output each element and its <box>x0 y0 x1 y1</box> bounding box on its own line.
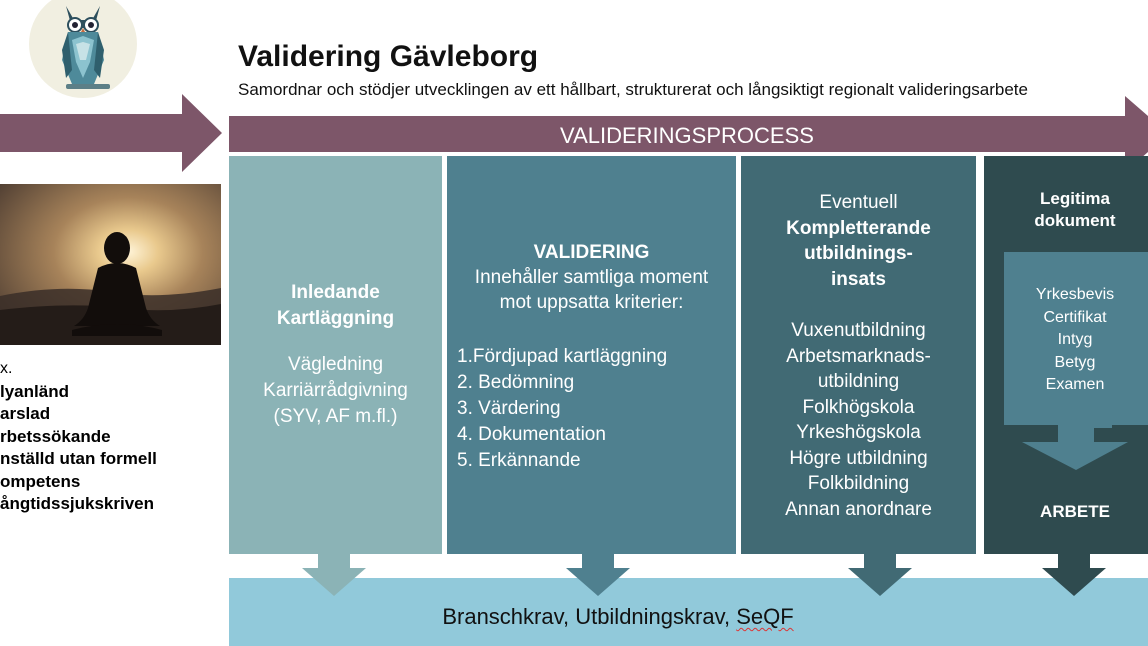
list-item: ångtidssjukskriven <box>0 494 155 514</box>
left-arrow-shape <box>0 94 222 172</box>
requirements-text: Branschkrav, Utbildningskrav, <box>442 604 737 629</box>
document-item: Examen <box>1045 376 1105 393</box>
list-item: ompetens <box>0 471 81 491</box>
step-item: 5. Erkännande <box>457 450 581 471</box>
col1-heading: Kartläggning <box>276 308 395 329</box>
col3-item: Arbetsmarknads- <box>786 345 931 367</box>
step-item: 4. Dokumentation <box>457 424 606 445</box>
column-validering: VALIDERING Innehåller samtliga moment mo… <box>447 156 736 554</box>
document-item: Certifikat <box>1043 308 1107 326</box>
col3-heading: utbildnings- <box>804 243 913 264</box>
col1-line: Karriärrådgivning <box>263 380 408 401</box>
seqf-text: SeQF <box>736 604 794 629</box>
document-item: Betyg <box>1054 353 1096 371</box>
page-subtitle: Samordnar och stödjer utvecklingen av et… <box>238 80 1028 99</box>
page-title: Validering Gävleborg <box>238 40 539 73</box>
list-item: lyanländ <box>0 382 69 401</box>
col4-heading: Legitima <box>1040 189 1110 208</box>
list-item: arslad <box>0 404 51 424</box>
document-item: Yrkesbevis <box>1035 286 1115 303</box>
col3-item: Vuxenutbildning <box>791 320 926 341</box>
col1-heading: Inledande <box>291 282 380 303</box>
owl-logo <box>29 0 137 98</box>
process-arrow-shape <box>229 96 1148 172</box>
examples-intro: x. <box>0 360 13 377</box>
col3-item: Högre utbildning <box>789 447 928 469</box>
col2-heading: VALIDERING <box>533 242 650 263</box>
target-groups-list: x. lyanländ arslad rbetssökande nställd … <box>0 360 228 515</box>
step-item: 1.Fördjupad kartläggning <box>457 346 668 367</box>
requirements-label: Branschkrav, Utbildningskrav, SeQF <box>229 604 1007 630</box>
column-kompletterande: Eventuell Kompletterande utbildnings- in… <box>741 156 976 554</box>
meditation-photo <box>0 184 221 345</box>
document-item: Intyg <box>1057 331 1093 348</box>
col3-heading: Kompletterande <box>786 217 931 239</box>
col4-footer: ARBETE <box>1040 502 1110 521</box>
column-legitima-dokument: Legitima dokument Yrkesbevis Certifikat … <box>984 156 1148 554</box>
column-kartlaggning: Inledande Kartläggning Vägledning Karriä… <box>229 156 442 554</box>
requirements-band <box>229 578 1148 646</box>
col3-item: Yrkeshögskola <box>796 422 921 443</box>
process-label: VALIDERINGSPROCESS <box>560 123 814 148</box>
documents-arrow-shape <box>1004 252 1148 470</box>
col4-heading: dokument <box>1034 211 1116 230</box>
col3-pre: Eventuell <box>819 192 898 213</box>
col3-item: Annan anordnare <box>785 498 932 520</box>
col3-heading: insats <box>831 268 886 290</box>
list-item: rbetssökande <box>0 426 111 446</box>
col1-line: (SYV, AF m.fl.) <box>273 406 398 427</box>
col2-line: mot uppsatta kriterier: <box>499 292 684 313</box>
col3-item: Folkbildning <box>807 473 910 494</box>
list-item: nställd utan formell <box>0 449 157 469</box>
col1-line: Vägledning <box>287 354 384 375</box>
col3-item: utbildning <box>817 371 900 392</box>
col3-item: Folkhögskola <box>802 396 915 418</box>
step-item: 3. Värdering <box>457 398 561 419</box>
col2-line: Innehåller samtliga moment <box>474 267 709 288</box>
step-item: 2. Bedömning <box>457 372 575 393</box>
